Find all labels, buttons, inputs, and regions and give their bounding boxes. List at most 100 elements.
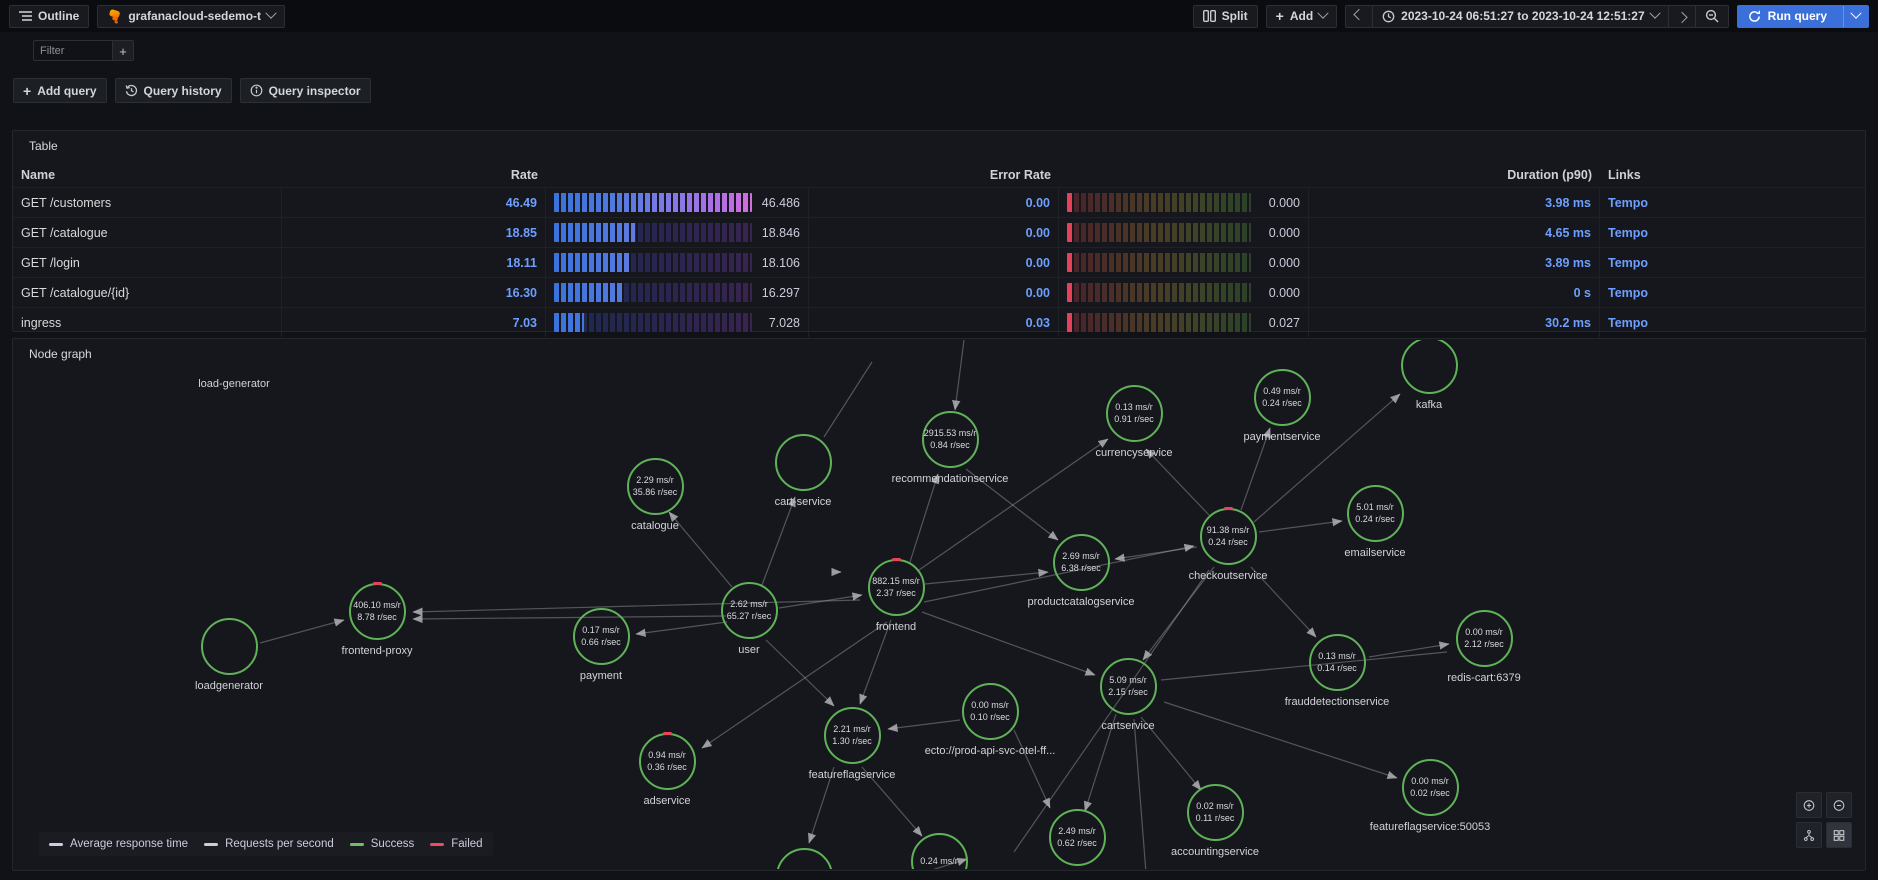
error-rate-link[interactable]: 0.00: [809, 278, 1059, 307]
run-query-caret[interactable]: [1843, 5, 1868, 27]
rate-link[interactable]: 18.11: [282, 248, 546, 277]
tempo-link[interactable]: Tempo: [1608, 315, 1649, 330]
time-range-button[interactable]: 2023-10-24 06:51:27 to 2023-10-24 12:51:…: [1372, 4, 1669, 28]
service-node-circle[interactable]: 0.24 ms/r: [910, 833, 968, 869]
add-button[interactable]: + Add: [1265, 4, 1338, 28]
graph-layout-grid-button[interactable]: [1826, 822, 1852, 848]
duration-link[interactable]: 3.98 ms: [1309, 188, 1600, 217]
graph-layout-hierarchy-button[interactable]: [1796, 822, 1822, 848]
split-button[interactable]: Split: [1192, 4, 1258, 28]
zoom-out-time-button[interactable]: [1694, 4, 1729, 28]
add-filter-button[interactable]: +: [112, 40, 134, 61]
legend-item-failed[interactable]: Failed: [430, 838, 483, 850]
duration-link[interactable]: 0 s: [1309, 278, 1600, 307]
legend-item-average-response-time[interactable]: Average response time: [49, 838, 188, 850]
duration-link[interactable]: 3.89 ms: [1309, 248, 1600, 277]
run-query-main[interactable]: Run query: [1738, 6, 1837, 27]
graph-zoom-out-button[interactable]: [1826, 792, 1852, 818]
filter-input[interactable]: [33, 40, 119, 61]
graph-zoom-in-button[interactable]: [1796, 792, 1822, 818]
legend-item-success[interactable]: Success: [349, 838, 414, 850]
graph-node-kafka[interactable]: kafka: [1359, 340, 1499, 411]
duration-link[interactable]: 30.2 ms: [1309, 308, 1600, 337]
error-rate-link[interactable]: 0.03: [809, 308, 1059, 337]
duration-link[interactable]: 4.65 ms: [1309, 218, 1600, 247]
legend-item-requests-per-second[interactable]: Requests per second: [204, 838, 334, 850]
column-header[interactable]: [1059, 163, 1309, 187]
graph-node-cart-service[interactable]: cart-service: [733, 434, 873, 508]
add-query-button[interactable]: + Add query: [13, 78, 107, 103]
rate-link[interactable]: 46.49: [282, 188, 546, 217]
rate-link[interactable]: 7.03: [282, 308, 546, 337]
service-node-circle[interactable]: [774, 434, 832, 491]
rate-link[interactable]: 16.30: [282, 278, 546, 307]
time-shift-back-button[interactable]: [1345, 4, 1374, 28]
graph-node-loadgenerator[interactable]: loadgenerator: [159, 618, 299, 692]
column-header[interactable]: Duration (p90): [1507, 168, 1592, 182]
rate-link[interactable]: 18.85: [282, 218, 546, 247]
column-header[interactable]: Rate: [510, 168, 538, 182]
tempo-link[interactable]: Tempo: [1608, 255, 1649, 270]
datasource-picker[interactable]: grafanacloud-sedemo-t: [97, 4, 286, 28]
column-header[interactable]: Links: [1608, 168, 1641, 182]
column-header[interactable]: Name: [21, 168, 56, 182]
outline-button[interactable]: Outline: [9, 4, 90, 28]
column-header[interactable]: Error Rate: [989, 168, 1051, 182]
run-query-button[interactable]: Run query: [1736, 4, 1869, 28]
time-shift-forward-button[interactable]: [1667, 4, 1696, 28]
error-rate-link[interactable]: 0.00: [809, 188, 1059, 217]
error-rate-link[interactable]: 0.00: [809, 218, 1059, 247]
tempo-link[interactable]: Tempo: [1608, 285, 1649, 300]
service-node-circle[interactable]: [775, 848, 833, 869]
query-inspector-button[interactable]: Query inspector: [239, 78, 371, 103]
graph-node[interactable]: 0.24 ms/r: [869, 833, 1009, 869]
graph-node[interactable]: [734, 848, 874, 869]
service-node-circle[interactable]: [1400, 340, 1458, 394]
column-header[interactable]: [546, 163, 809, 187]
error-rate-link[interactable]: 0.00: [809, 248, 1059, 277]
tempo-link[interactable]: Tempo: [1608, 225, 1649, 240]
query-history-button[interactable]: Query history: [114, 78, 232, 103]
service-node-circle[interactable]: [200, 618, 258, 675]
tempo-link[interactable]: Tempo: [1608, 195, 1649, 210]
